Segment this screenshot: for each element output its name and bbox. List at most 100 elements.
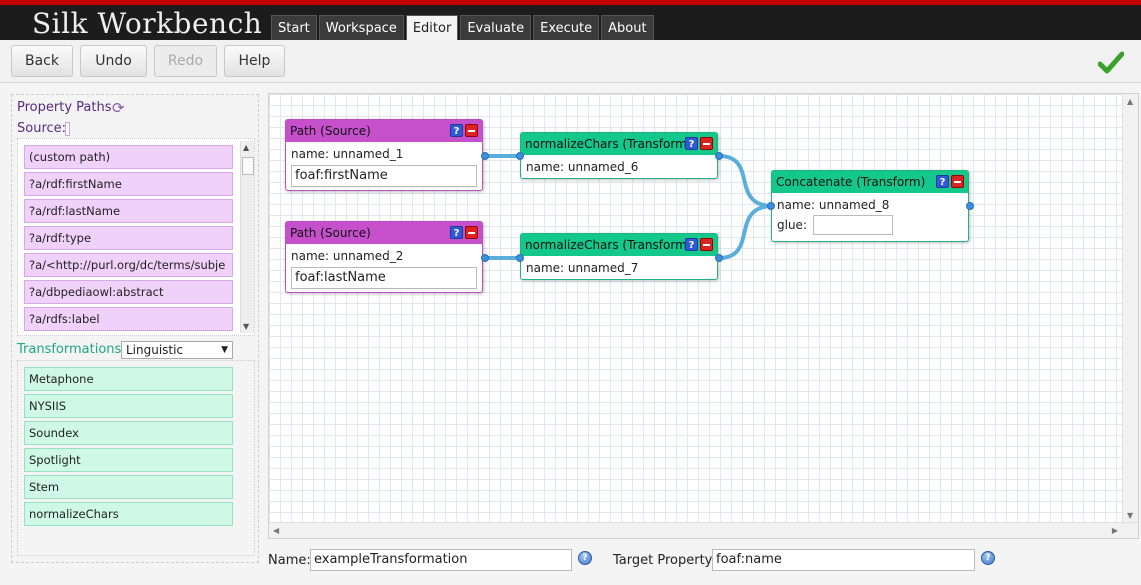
tab-start[interactable]: Start [271, 15, 317, 40]
transformation-item[interactable]: NYSIIS [24, 394, 233, 418]
help-icon[interactable]: ? [685, 137, 698, 150]
transform-operator-1[interactable]: normalizeChars (Transform) ? name: unnam… [520, 132, 718, 179]
operator-title: Path (Source) [290, 226, 371, 240]
transformation-category-value: Linguistic [126, 343, 184, 357]
toolbar: Back Undo Redo Help [0, 40, 1141, 83]
operator-header[interactable]: Path (Source) ? [286, 222, 482, 244]
operator-name: name: unnamed_2 [291, 249, 404, 263]
source-operator-2[interactable]: Path (Source) ? name: unnamed_2 foaf:las… [285, 221, 483, 293]
wire-transform2-concat [718, 204, 774, 260]
name-input[interactable]: exampleTransformation [310, 549, 572, 571]
transformation-category-select[interactable]: Linguistic ▼ [121, 341, 233, 359]
source2-output-endpoint[interactable] [481, 254, 489, 262]
transform1-output-endpoint[interactable] [715, 152, 723, 160]
path-item[interactable]: ?a/rdf:type [24, 226, 233, 250]
operator-title: Concatenate (Transform) [776, 175, 926, 189]
remove-icon[interactable] [951, 175, 964, 188]
property-path-list: (custom path) ?a/rdf:firstName ?a/rdf:la… [17, 138, 255, 336]
concatenate-operator[interactable]: Concatenate (Transform) ? name: unnamed_… [771, 170, 969, 242]
checkmark-icon [1098, 51, 1124, 74]
operator-title: normalizeChars (Transform) [525, 137, 692, 151]
remove-icon[interactable] [465, 124, 478, 137]
concat-output-endpoint[interactable] [966, 202, 974, 210]
help-icon[interactable]: ? [685, 238, 698, 251]
scroll-up-icon[interactable]: ▲ [243, 143, 250, 152]
footer-properties: Name: exampleTransformation ? Target Pro… [0, 547, 1141, 577]
operator-title: normalizeChars (Transform) [525, 238, 692, 252]
transform-operator-2[interactable]: normalizeChars (Transform) ? name: unnam… [520, 233, 718, 280]
transformation-list: Metaphone NYSIIS Soundex Spotlight Stem … [17, 360, 255, 556]
canvas-horizontal-scrollbar[interactable]: ◀ ▶ [269, 522, 1138, 538]
operator-header[interactable]: Path (Source) ? [286, 120, 482, 142]
name-label: Name: [268, 553, 311, 568]
top-bar: Silk Workbench Start Workspace Editor Ev… [0, 0, 1141, 40]
path-input[interactable]: foaf:lastName [291, 267, 477, 289]
help-button[interactable]: Help [224, 45, 285, 77]
back-button[interactable]: Back [11, 45, 73, 77]
tab-about[interactable]: About [601, 15, 654, 40]
sidebar: Property Paths ⟳ Source: (custom path) ?… [11, 94, 259, 563]
operator-header[interactable]: Concatenate (Transform) ? [772, 171, 968, 193]
target-property-label: Target Property: [613, 553, 716, 568]
glue-input[interactable] [812, 215, 893, 235]
operator-name: name: unnamed_6 [526, 160, 639, 174]
transformation-item[interactable]: Stem [24, 475, 233, 499]
scroll-thumb[interactable] [242, 157, 254, 175]
transformation-item[interactable]: Spotlight [24, 448, 233, 472]
property-paths-title: Property Paths [17, 100, 112, 115]
scroll-up-icon[interactable]: ▲ [1127, 97, 1134, 106]
refresh-icon[interactable]: ⟳ [112, 99, 125, 117]
transform2-output-endpoint[interactable] [715, 254, 723, 262]
tab-evaluate[interactable]: Evaluate [460, 15, 532, 40]
transformation-item[interactable]: normalizeChars [24, 502, 233, 526]
operator-name: name: unnamed_7 [526, 261, 639, 275]
path-item[interactable]: ?a/rdf:firstName [24, 172, 233, 196]
transformation-item[interactable]: Metaphone [24, 367, 233, 391]
scroll-left-icon[interactable]: ◀ [273, 526, 280, 535]
concat-input-endpoint[interactable] [767, 202, 775, 210]
operator-name: name: unnamed_8 [777, 198, 890, 212]
help-icon[interactable]: ? [936, 175, 949, 188]
glue-label: glue: [777, 218, 807, 232]
main-tabs: Start Workspace Editor Evaluate Execute … [271, 15, 656, 40]
remove-icon[interactable] [700, 137, 713, 150]
name-help-icon[interactable]: ? [578, 551, 592, 565]
editor-canvas[interactable]: Path (Source) ? name: unnamed_1 foaf:fir… [268, 93, 1139, 539]
canvas-vertical-scrollbar[interactable]: ▲ ▼ [1122, 94, 1138, 538]
tab-editor[interactable]: Editor [405, 15, 459, 40]
help-icon[interactable]: ? [450, 124, 463, 137]
undo-button[interactable]: Undo [80, 45, 147, 77]
target-property-help-icon[interactable]: ? [981, 551, 995, 565]
wire-transform1-concat [718, 154, 774, 208]
tab-workspace[interactable]: Workspace [318, 15, 404, 40]
remove-icon[interactable] [700, 238, 713, 251]
transformations-title: Transformations [17, 342, 122, 357]
path-item[interactable]: ?a/rdfs:label [24, 307, 233, 331]
source-selector[interactable] [65, 122, 70, 136]
path-item[interactable]: ?a/dbpediaowl:abstract [24, 280, 233, 304]
source-operator-1[interactable]: Path (Source) ? name: unnamed_1 foaf:fir… [285, 119, 483, 191]
target-property-input[interactable]: foaf:name [712, 549, 975, 571]
help-icon[interactable]: ? [450, 226, 463, 239]
scroll-down-icon[interactable]: ▼ [243, 322, 250, 331]
operator-header[interactable]: normalizeChars (Transform) ? [521, 133, 717, 155]
path-item[interactable]: (custom path) [24, 145, 233, 169]
remove-icon[interactable] [465, 226, 478, 239]
source-label: Source: [17, 121, 67, 136]
scroll-down-icon[interactable]: ▼ [1127, 511, 1134, 520]
chevron-down-icon: ▼ [221, 345, 228, 355]
tab-execute[interactable]: Execute [533, 15, 600, 40]
operator-title: Path (Source) [290, 124, 371, 138]
operator-name: name: unnamed_1 [291, 147, 404, 161]
transformation-item[interactable]: Soundex [24, 421, 233, 445]
scroll-right-icon[interactable]: ▶ [1111, 526, 1118, 535]
path-input[interactable]: foaf:firstName [291, 165, 477, 187]
transform1-input-endpoint[interactable] [516, 152, 524, 160]
source1-output-endpoint[interactable] [481, 152, 489, 160]
path-list-scrollbar[interactable]: ▲ ▼ [240, 141, 254, 333]
operator-header[interactable]: normalizeChars (Transform) ? [521, 234, 717, 256]
path-item[interactable]: ?a/rdf:lastName [24, 199, 233, 223]
path-item[interactable]: ?a/<http://purl.org/dc/terms/subje [24, 253, 233, 277]
redo-button[interactable]: Redo [154, 45, 217, 77]
transform2-input-endpoint[interactable] [516, 254, 524, 262]
